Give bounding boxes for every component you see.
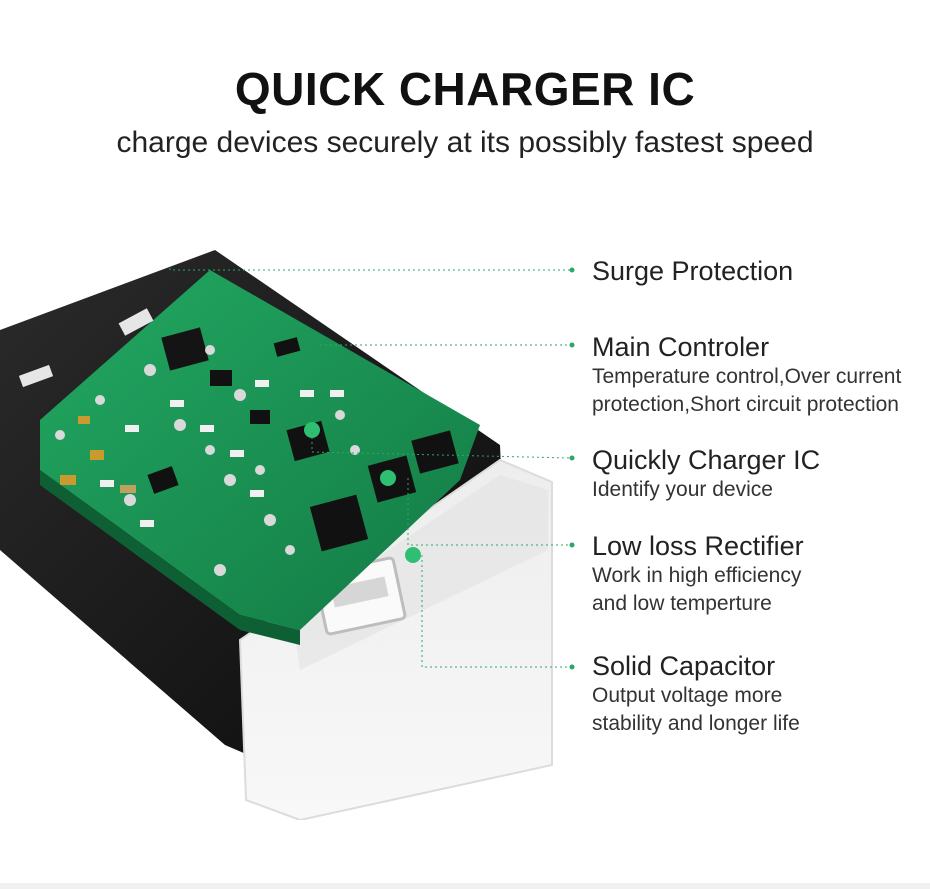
feature-desc-line: stability and longer life (592, 712, 800, 735)
feature-desc-line: Temperature control,Over current (592, 365, 902, 388)
feature-desc-line: and low temperture (592, 592, 772, 615)
feature-name: Solid Capacitor (592, 651, 776, 681)
feature-name: Quickly Charger IC (592, 445, 821, 475)
feature-name: Low loss Rectifier (592, 531, 804, 561)
feature-desc-line: Output voltage more (592, 684, 783, 707)
feature-desc-line: protection,Short circuit protection (592, 393, 899, 416)
feature-quick-charger-ic: Quickly Charger IC Identify your device (592, 444, 820, 504)
feature-surge-protection: Surge Protection (592, 255, 793, 287)
feature-name: Main Controler (592, 332, 770, 362)
feature-solid-capacitor: Solid Capacitor Output voltage more stab… (592, 650, 800, 738)
charger-pcb-illustration (0, 250, 553, 820)
page-subtitle: charge devices securely at its possibly … (116, 126, 814, 159)
feature-desc-line: Work in high efficiency (592, 564, 802, 587)
feature-low-loss-rectifier: Low loss Rectifier Work in high efficien… (592, 530, 804, 618)
feature-name: Surge Protection (592, 256, 794, 286)
page-title: QUICK CHARGER IC (234, 63, 696, 115)
feature-main-controller: Main Controler Temperature control,Over … (592, 331, 901, 419)
feature-desc-line: Identify your device (592, 478, 773, 501)
bottom-divider (0, 883, 930, 889)
